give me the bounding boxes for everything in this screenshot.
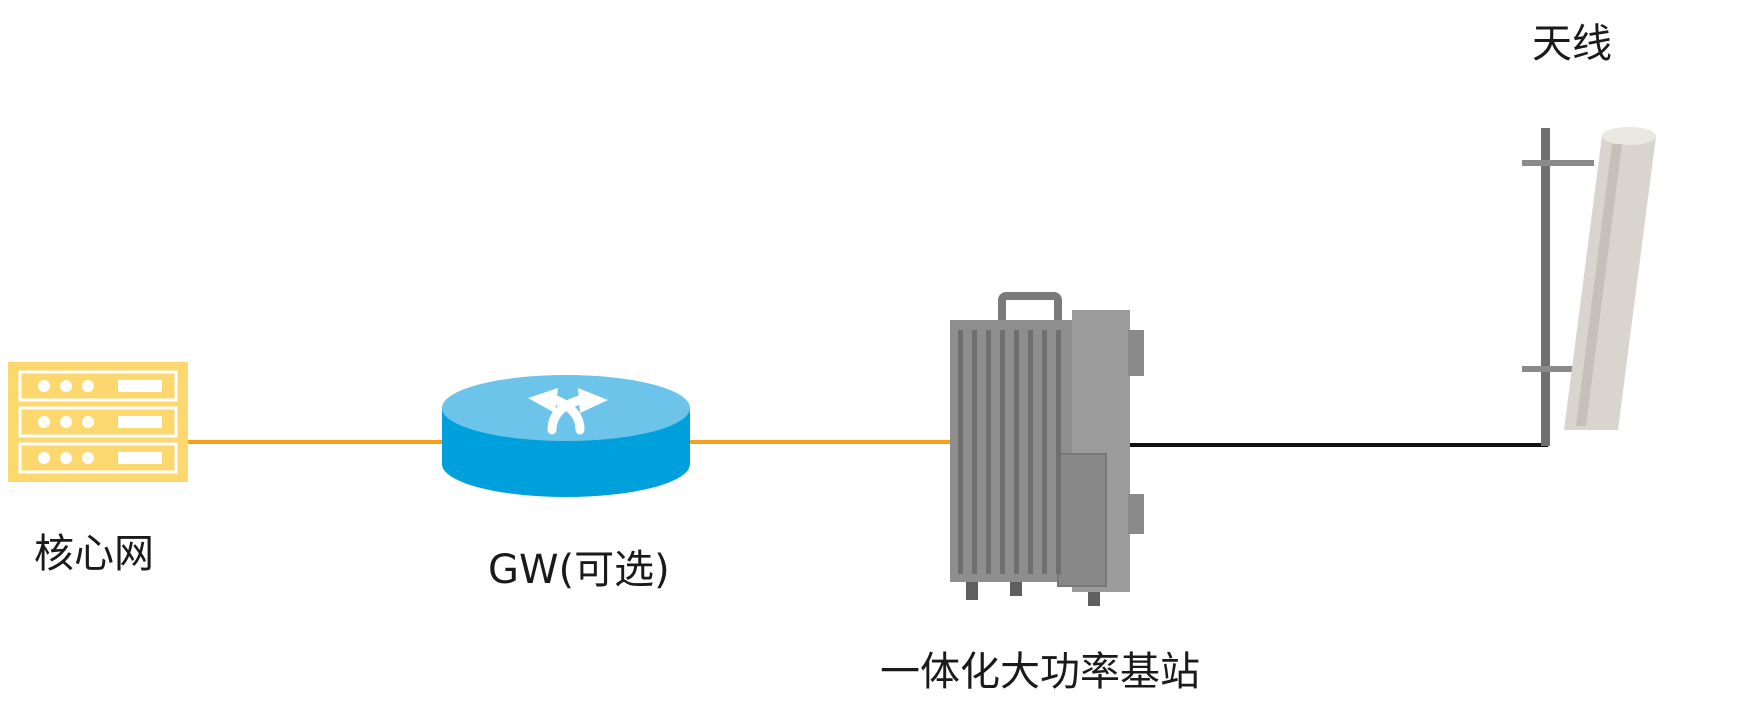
base-station-unit-icon — [950, 292, 1144, 606]
base-station-label: 一体化大功率基站 — [880, 649, 1200, 695]
core-network-label: 核心网 — [34, 531, 154, 577]
server-rack-icon — [8, 362, 188, 482]
gateway-label: GW(可选) — [488, 547, 670, 593]
antenna-label: 天线 — [1532, 21, 1612, 67]
router-icon — [442, 375, 690, 497]
panel-antenna-icon — [1522, 127, 1656, 446]
